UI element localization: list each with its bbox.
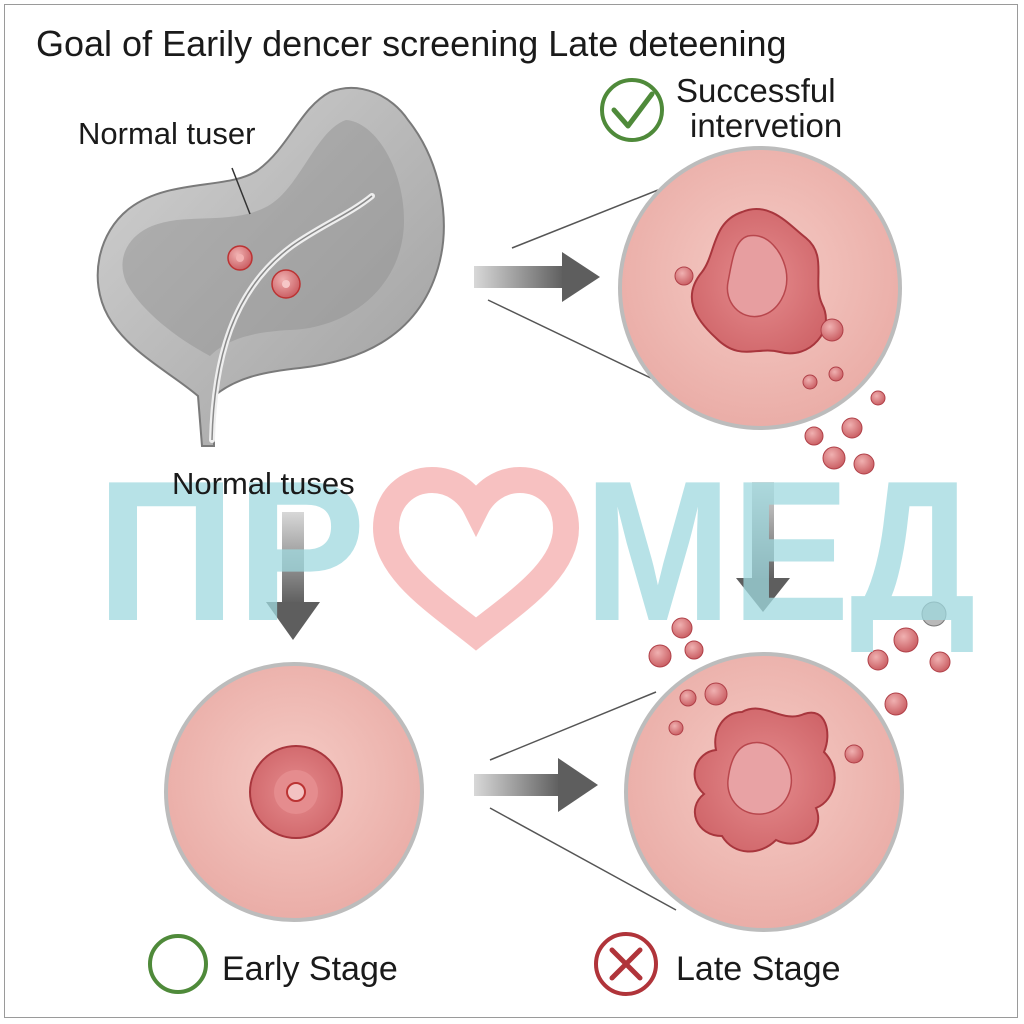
tissue-circle-intervention	[618, 146, 902, 430]
zoom-line	[487, 299, 681, 393]
lesion-core	[236, 254, 244, 262]
diagram-frame	[4, 4, 1018, 1018]
arrow-right-top	[474, 252, 600, 302]
check-circle-icon	[600, 78, 664, 142]
floating-cells	[648, 390, 951, 716]
label-normal-tuses: Normal tuses	[172, 466, 355, 501]
arrow-down-left	[266, 512, 320, 640]
x-circle-icon	[594, 932, 658, 996]
organ-illustration	[96, 87, 445, 447]
lesion-core	[282, 280, 290, 288]
label-early-stage: Early Stage	[222, 950, 398, 988]
arrow-down-right	[736, 482, 790, 612]
circle-outline-icon	[148, 934, 208, 994]
zoom-line	[489, 807, 677, 911]
zoom-line	[489, 691, 657, 761]
label-successful-intervention: Successful intervetion	[676, 72, 843, 144]
leader-line	[231, 167, 251, 215]
tissue-circle-late	[624, 652, 904, 932]
arrow-right-bottom	[474, 758, 598, 812]
label-late-stage: Late Stage	[676, 950, 841, 988]
tissue-circle-early	[164, 662, 424, 922]
diagram-title: Goal of Earily dencer screening Late det…	[36, 23, 787, 64]
zoom-line	[511, 189, 659, 249]
label-successful-line1: Successful	[676, 72, 836, 109]
label-successful-line2: intervetion	[690, 106, 843, 144]
label-normal-tuser: Normal tuser	[78, 116, 256, 151]
